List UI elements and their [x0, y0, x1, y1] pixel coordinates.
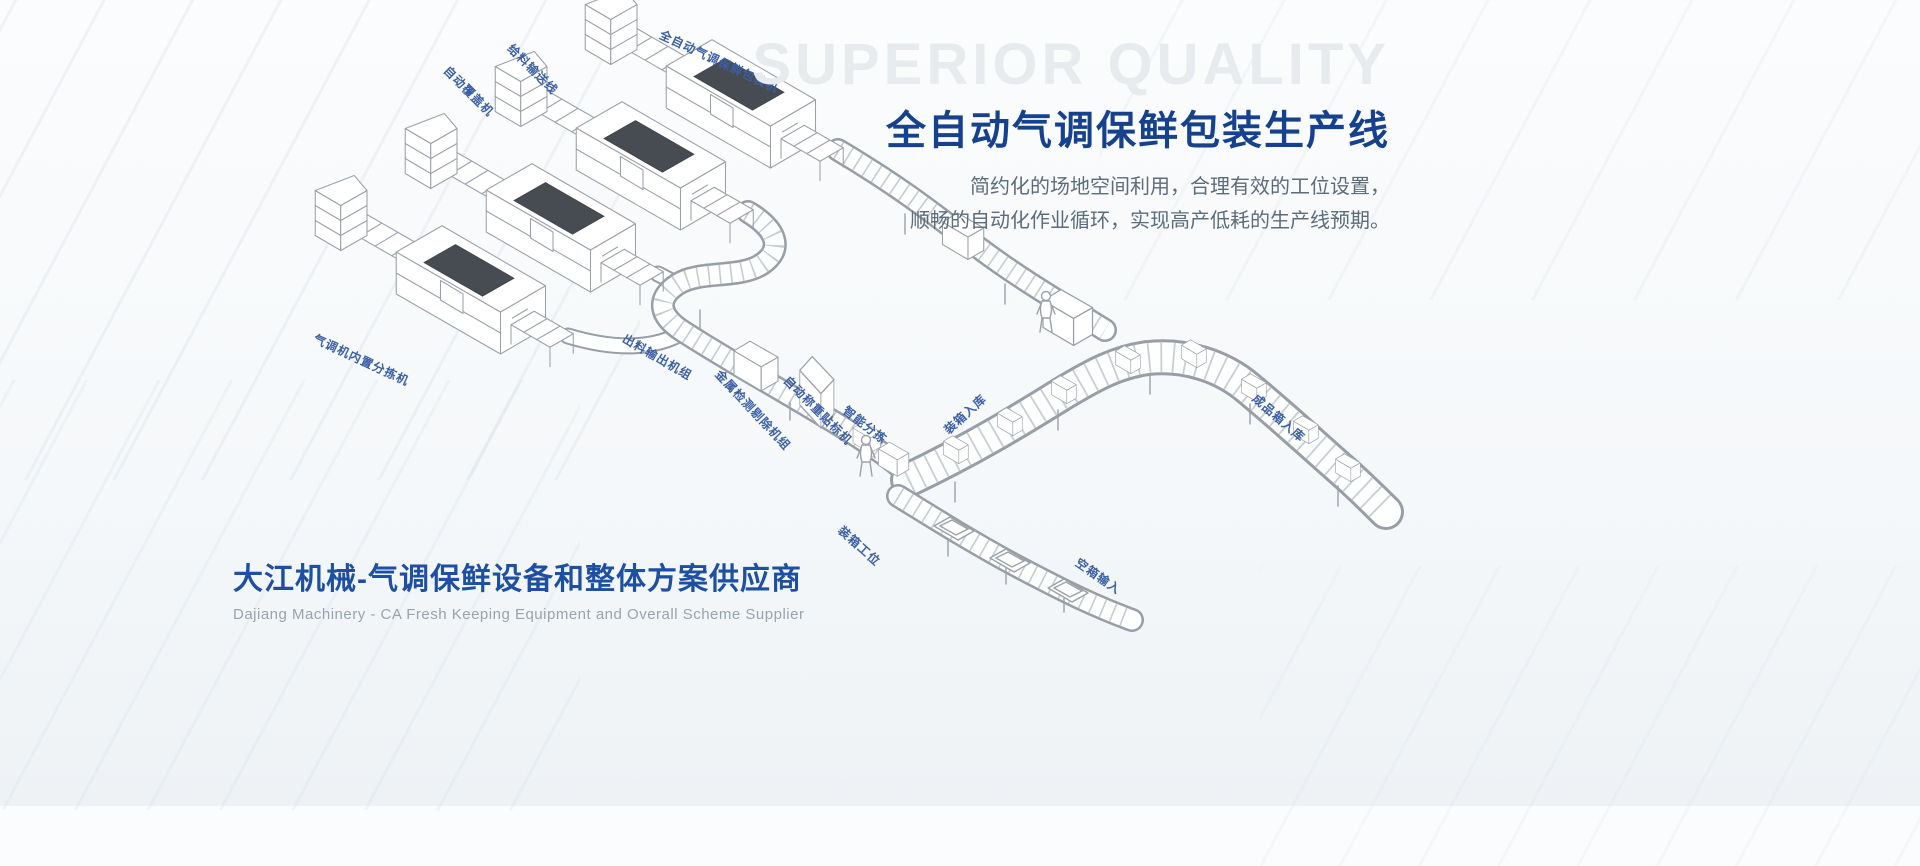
page-title: 全自动气调保鲜包装生产线 — [886, 109, 1390, 153]
company-slogan-en: Dajiang Machinery - CA Fresh Keeping Equ… — [233, 606, 805, 623]
hero-text-block: SUPERIOR QUALITY 全自动气调保鲜包装生产线 简约化的场地空间利用… — [730, 36, 1390, 238]
empty-trays — [933, 516, 1089, 603]
hero-description-line2: 顺畅的自动化作业循环，实现高产低耗的生产线预期。 — [910, 210, 1390, 232]
conveyor-legs — [699, 213, 1339, 613]
production-line-illustration — [314, 0, 1920, 806]
company-slogan-cn: 大江机械-气调保鲜设备和整体方案供应商 — [233, 563, 802, 596]
company-slogan-block: 大江机械-气调保鲜设备和整体方案供应商 Dajiang Machinery - … — [233, 554, 804, 623]
watermark-text: SUPERIOR QUALITY — [752, 32, 1390, 97]
hero-description-line1: 简约化的场地空间利用，合理有效的工位设置， — [970, 176, 1390, 198]
packing-table — [878, 441, 910, 477]
